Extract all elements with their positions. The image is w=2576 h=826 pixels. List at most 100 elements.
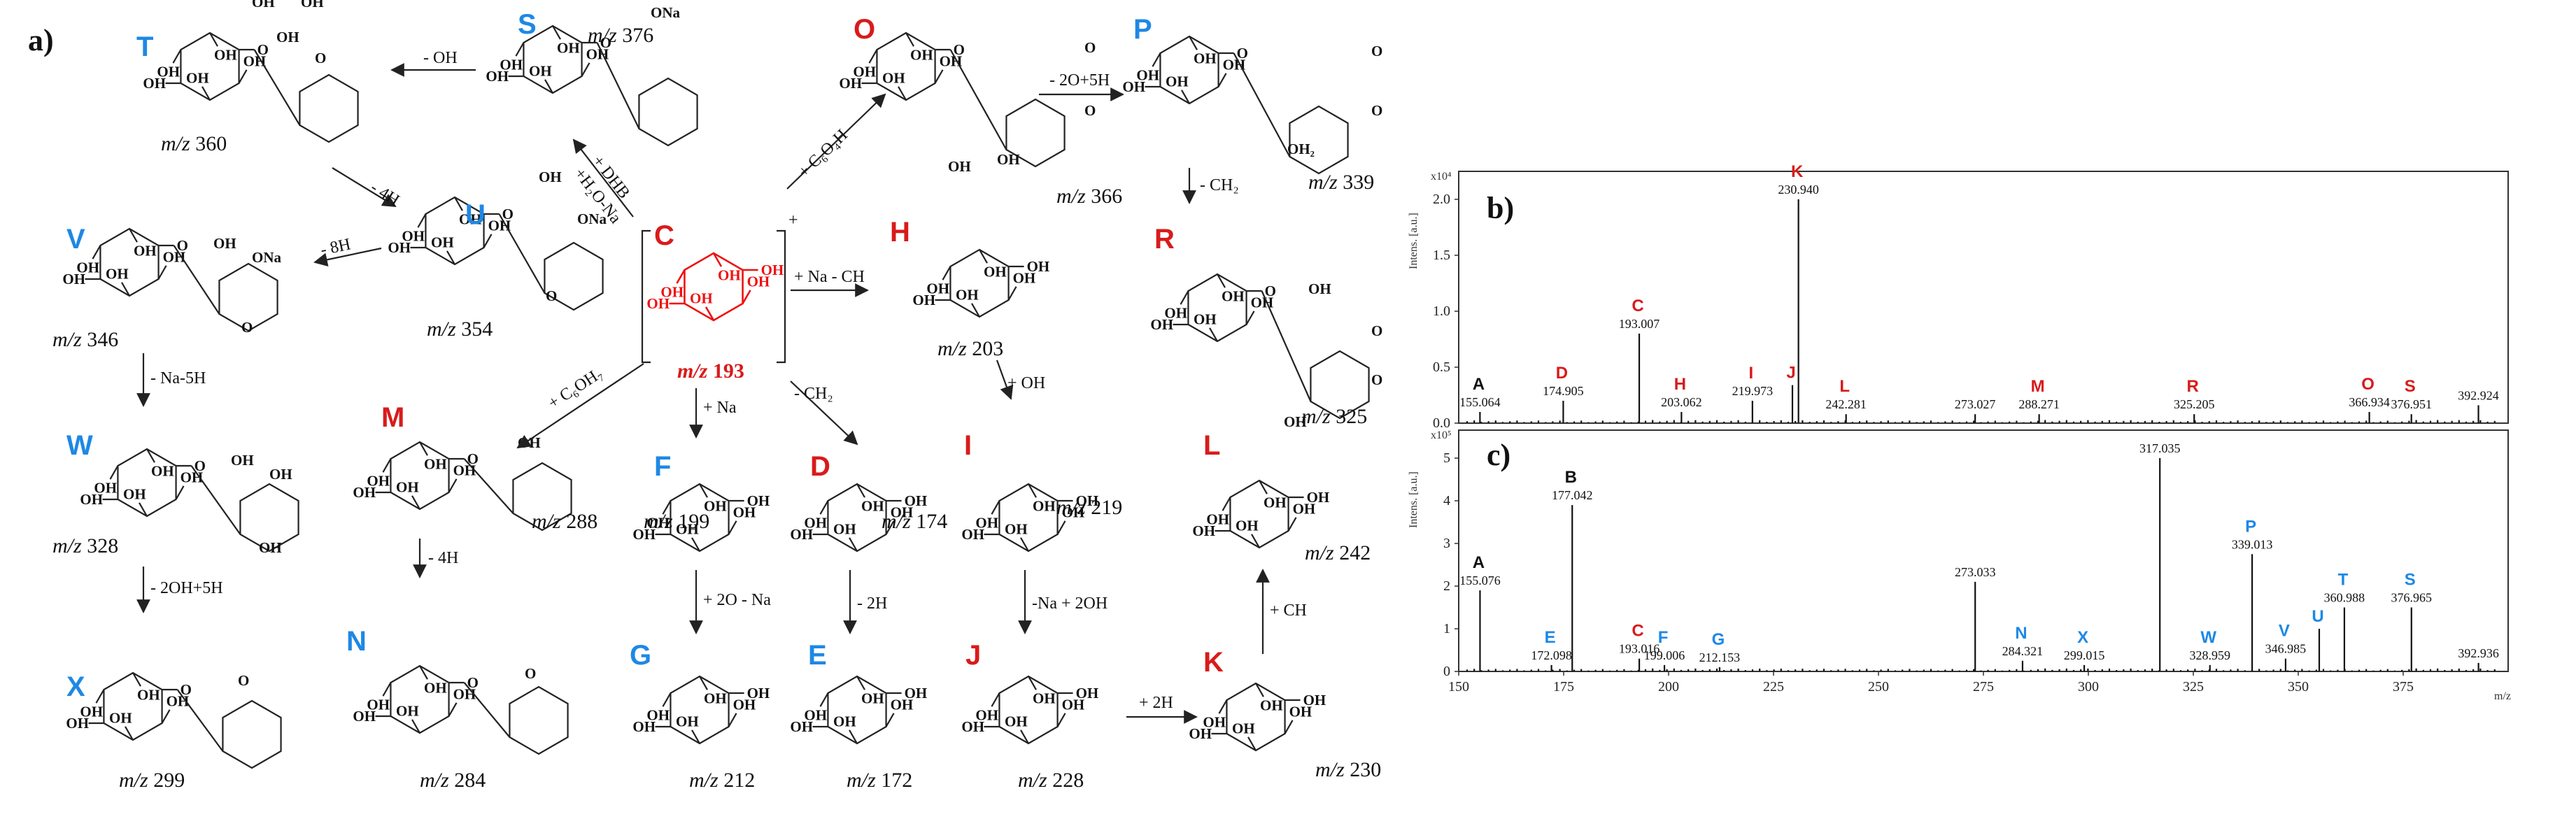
mz-label: m/z 346 (52, 328, 118, 351)
substituent-bond (868, 49, 878, 64)
ring-bond (1187, 273, 1247, 343)
atom-label: OH (1005, 521, 1028, 538)
atom-label: OH (109, 710, 132, 727)
panel-c-label: c) (1487, 438, 1510, 472)
peak-value-label: 230.940 (1778, 183, 1819, 197)
atom-label: OH (529, 63, 552, 80)
atom-label: OH (1223, 57, 1246, 73)
substituent-bond (411, 719, 420, 734)
ring-bond (1159, 35, 1219, 105)
peak-value-label: 219.973 (1732, 384, 1774, 398)
y-tick-label: 1.5 (1433, 248, 1450, 263)
trans-w-x: - 2OH+5H (150, 579, 223, 597)
atom-label: O (1371, 102, 1382, 119)
substituent-bond (1284, 720, 1294, 734)
substituent-bond (934, 69, 944, 84)
linker-bond (1233, 52, 1291, 157)
substituent-bond (1217, 273, 1226, 288)
atom-label: OH (80, 491, 103, 508)
substituent-bond (691, 729, 700, 744)
plot-frame (1458, 171, 2509, 424)
x-tick-label: 350 (2288, 679, 2309, 695)
ring-bond (99, 227, 160, 297)
atom-label: OH (1005, 713, 1028, 730)
central-bracket: + (641, 211, 798, 364)
compound-label: H (890, 217, 910, 248)
compound-label: U (465, 199, 486, 230)
atom-label: OH (1122, 78, 1145, 95)
x-tick-label: 375 (2393, 679, 2414, 695)
x-tick-label: 325 (2183, 679, 2204, 695)
atom-label: OH (134, 242, 157, 259)
atom-label: OH (80, 703, 103, 720)
atom-label: OH (137, 686, 160, 703)
substituent-bond (238, 69, 248, 84)
atom-label: OH (459, 211, 482, 227)
peak-value-label: 174.905 (1543, 384, 1584, 398)
ring-bond (103, 671, 163, 741)
atom-label: OH (690, 290, 713, 307)
atom-label: OH (761, 262, 784, 278)
trans-h-i: + OH (1007, 374, 1045, 392)
trans-k-l: + CH (1270, 601, 1307, 620)
compound-label: V (66, 224, 85, 255)
peak-letter-label: U (2312, 607, 2323, 626)
ring-bond (1226, 682, 1286, 752)
panel-b-label: b) (1487, 191, 1514, 225)
substituent-bond (125, 726, 134, 741)
atom-label: OH (882, 70, 905, 87)
substituent-bond (662, 500, 672, 515)
atom-label: O (241, 319, 253, 336)
atom-label: OH (106, 266, 129, 283)
atom-label: OH (151, 462, 174, 479)
linker-bond (176, 689, 224, 752)
mz-label: m/z 284 (420, 769, 486, 792)
compound-label: R (1154, 224, 1175, 255)
substituent-bond (742, 290, 751, 304)
atom-label: OH (539, 169, 562, 185)
substituent-bond (382, 682, 392, 697)
atom-label: OH (231, 452, 254, 469)
atom-label: OH (910, 46, 933, 63)
substituent-bond (819, 500, 829, 515)
substituent-bond (691, 537, 700, 552)
atom-label: OH (1076, 492, 1099, 509)
atom-label: OH (940, 53, 963, 70)
substituent-bond (446, 250, 455, 265)
substituent-bond (448, 478, 458, 493)
mz-label: m/z 219 (1056, 496, 1122, 519)
panel-a-label: a) (28, 23, 54, 57)
substituent-bond (1217, 73, 1227, 87)
atom-label: OH (804, 706, 827, 723)
atom-label: OH (975, 706, 998, 723)
mz-label: m/z 288 (532, 510, 597, 533)
peak-letter-label: C (1632, 297, 1643, 315)
atom-label: O (1265, 283, 1276, 299)
mz-label: m/z 325 (1301, 405, 1367, 428)
ring-bond (638, 77, 698, 147)
peak-value-label: 193.007 (1619, 317, 1660, 331)
substituent-bond (1218, 699, 1228, 714)
atom-label: OH (1027, 258, 1050, 275)
trans-c-h: + Na - CH (794, 268, 865, 286)
substituent-bond (382, 458, 392, 473)
trans-v-w: - Na-5H (150, 369, 206, 387)
atom-label: OH (632, 526, 656, 543)
atom-label: OH (1236, 518, 1259, 534)
y-axis-label: Intens. [a.u.] (1408, 471, 1420, 528)
atom-label: OH (453, 686, 476, 703)
atom-label: OH (1194, 311, 1217, 328)
linker-bond (949, 49, 1007, 150)
trans-s-t: - OH (423, 49, 458, 67)
trans-f-g: + 2O - Na (703, 591, 771, 609)
atom-label: OH (396, 479, 419, 496)
x-tick-label: 275 (1973, 679, 1994, 695)
atom-label: OH (518, 434, 541, 451)
substituent-bond (544, 79, 553, 94)
mz-label: m/z 328 (52, 534, 118, 557)
